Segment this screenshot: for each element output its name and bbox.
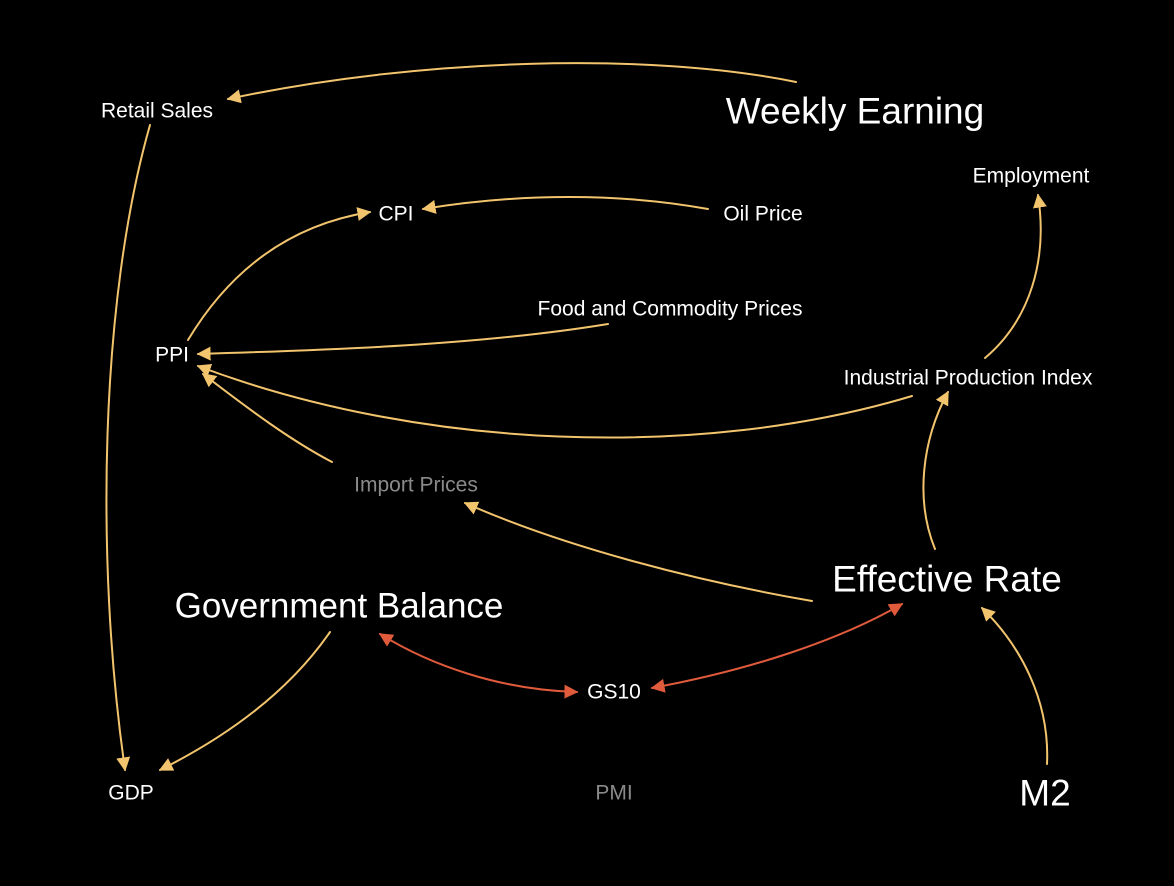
edge-effective-rate-to-industrial-production xyxy=(922,390,949,550)
node-weekly-earning: Weekly Earning xyxy=(725,90,985,132)
edge-m2-to-effective-rate xyxy=(980,607,1049,765)
edge-government-balance-to-gdp xyxy=(158,631,331,771)
edge-weekly-earning-to-retail-sales xyxy=(226,62,797,104)
edge-industrial-production-to-ppi xyxy=(196,363,913,439)
node-employment: Employment xyxy=(972,164,1090,188)
node-m2: M2 xyxy=(1019,772,1071,814)
node-retail-sales: Retail Sales xyxy=(100,99,214,123)
edge-industrial-production-to-employment xyxy=(984,193,1047,359)
edge-import-prices-to-ppi xyxy=(201,373,333,463)
node-import-prices: Import Prices xyxy=(354,473,478,497)
node-industrial-production-index: Industrial Production Index xyxy=(843,366,1093,390)
node-oil-price: Oil Price xyxy=(723,202,803,226)
node-pmi: PMI xyxy=(595,781,633,805)
node-cpi: CPI xyxy=(378,202,414,226)
edge-retail-sales-to-gdp xyxy=(105,124,151,772)
edge-oil-price-to-cpi xyxy=(421,196,709,214)
node-food-and-commodity-prices: Food and Commodity Prices xyxy=(537,297,803,321)
edge-gs10-to-government-balance xyxy=(378,633,579,699)
node-gs10: GS10 xyxy=(587,680,641,704)
node-ppi: PPI xyxy=(155,343,189,367)
edge-food-commodity-to-ppi xyxy=(196,323,609,361)
edge-ppi-to-cpi xyxy=(187,207,372,341)
node-gdp: GDP xyxy=(108,781,154,805)
node-effective-rate: Effective Rate xyxy=(832,558,1062,600)
edge-effective-rate-to-import-prices xyxy=(463,501,813,602)
edge-gs10-to-effective-rate xyxy=(650,603,904,693)
node-government-balance: Government Balance xyxy=(174,586,504,626)
